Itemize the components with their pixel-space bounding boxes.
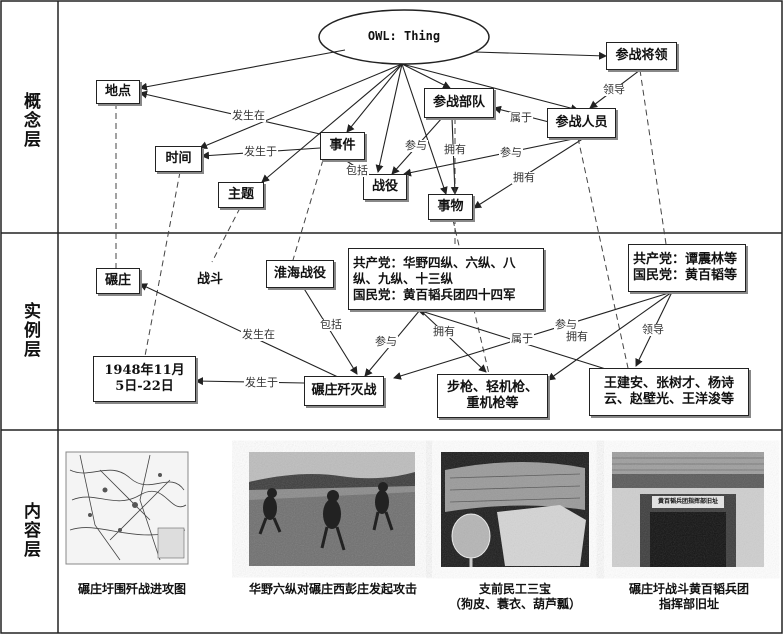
concept-node-generals: 参战将领 (606, 42, 677, 70)
instance-node-nianzhuang: 碾庄 (96, 268, 140, 294)
caption-soldiers: 华野六纵对碾庄西彭庄发起攻击 (248, 582, 417, 596)
inst-label-belongs: 属于 (510, 332, 534, 345)
inst-label-has-troops: 拥有 (432, 325, 456, 338)
edge-label-has-personnel: 拥有 (512, 171, 536, 184)
instance-node-weapons: 步枪、轻机枪、 重机枪等 (437, 374, 548, 418)
edge-label-participates-personnel: 参与 (499, 146, 523, 159)
concept-node-troops: 参战部队 (424, 88, 494, 118)
layer-label-content: 内容层 (20, 501, 40, 559)
concept-node-event: 事件 (320, 132, 365, 160)
inst-label-leads: 领导 (641, 323, 665, 336)
layer-label-instance: 实例层 (20, 301, 40, 359)
correspondence-lines (115, 69, 667, 375)
edge-label-leads: 领导 (602, 83, 626, 96)
inst-label-happened-at: 发生在 (241, 328, 276, 341)
instance-node-combat: 战斗 (197, 272, 224, 287)
concept-node-time: 时间 (155, 146, 202, 172)
concept-node-personnel: 参战人员 (547, 108, 616, 138)
caption-three-treasures: 支前民工三宝 （狗皮、蓑衣、葫芦瓢） (448, 582, 581, 611)
inst-label-includes: 包括 (319, 318, 343, 331)
edge-label-participates-troops: 参与 (404, 139, 428, 152)
concept-node-topic: 主题 (218, 182, 264, 208)
concept-node-location: 地点 (96, 80, 140, 104)
edge-label-includes: 包括 (345, 164, 369, 177)
owl-thing-label: OWL: Thing (367, 29, 441, 43)
edge-label-has-troops: 拥有 (443, 143, 467, 156)
inst-label-happened-on: 发生于 (244, 376, 279, 389)
edge-label-happened-on: 发生于 (243, 145, 278, 158)
photo-hq-building (612, 452, 764, 567)
inst-label-participates-people: 参与 (554, 318, 578, 331)
photo-map (65, 451, 189, 565)
inst-label-participates-troops: 参与 (374, 335, 398, 348)
edge-label-happened-at: 发生在 (231, 109, 266, 122)
instance-node-date: 1948年11月 5日-22日 (93, 356, 196, 402)
instance-node-troops: 共产党：华野四纵、六纵、八 纵、九纵、十三纵 国民党：黄百韬兵团四十四军 (348, 248, 544, 310)
concept-node-thing: 事物 (428, 194, 473, 220)
photo-three-treasures (441, 452, 589, 567)
layer-label-concept: 概念层 (20, 91, 40, 149)
photo-signboard-text: 黄百韬兵团指挥部旧址 (657, 498, 718, 505)
instance-node-battle: 碾庄歼灭战 (304, 376, 384, 406)
concept-node-campaign: 战役 (363, 174, 407, 200)
inst-label-has-people: 拥有 (565, 330, 589, 343)
photo-soldiers (249, 452, 415, 566)
instance-node-generals: 共产党：谭震林等 国民党：黄百韬等 (628, 244, 746, 292)
edge-label-belongs: 属于 (509, 111, 533, 124)
instance-node-huaihai: 淮海战役 (266, 260, 334, 288)
caption-map: 碾庄圩围歼战进攻图 (77, 582, 186, 596)
caption-hq-building: 碾庄圩战斗黄百韬兵团 指挥部旧址 (628, 582, 749, 611)
instance-node-people: 王建安、张树才、杨诗 云、赵壁光、王洋浚等 (589, 368, 749, 416)
